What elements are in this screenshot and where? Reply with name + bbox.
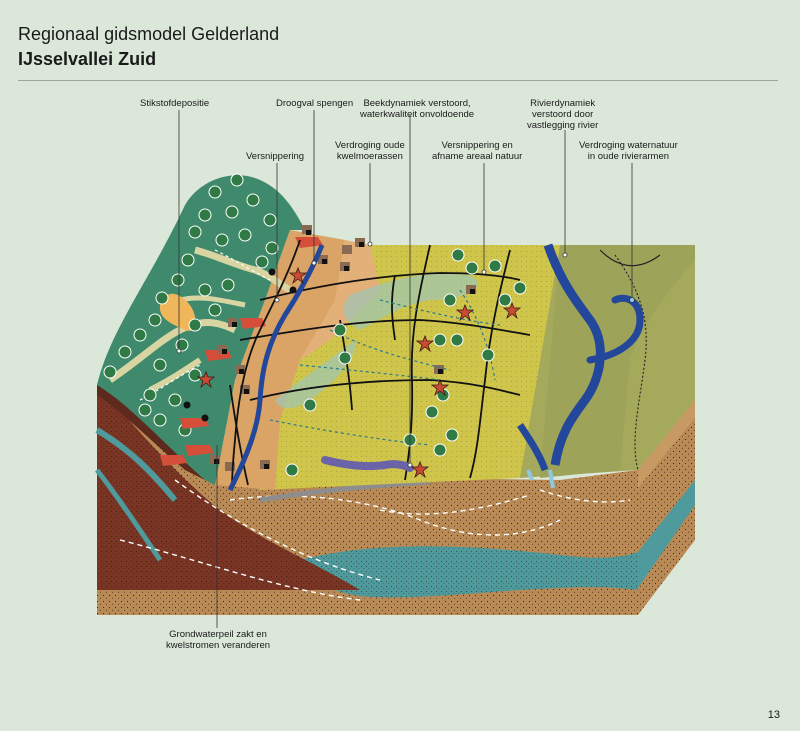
label-rivierdynamiek-line1: Rivierdynamiek	[530, 98, 596, 109]
label-verdroging-kwel-line2: kwelmoerassen	[336, 151, 403, 162]
label-beekdynamiek-line1: Beekdynamiek verstoord,	[363, 98, 471, 109]
label-rivierdynamiek-line3: vastlegging rivier	[527, 120, 599, 131]
label-stikstofdepositie: Stikstofdepositie	[140, 98, 210, 109]
label-grondwater-line2: kwelstromen veranderen	[166, 640, 271, 651]
leader-lines	[178, 110, 633, 628]
label-versnippering-afname-line2: afname areaal natuur	[432, 151, 523, 162]
label-verdroging-kwelmoerassen: Verdroging oude kwelmoerassen	[335, 140, 405, 162]
header-divider	[18, 80, 778, 81]
nitrogen-patch	[159, 293, 196, 331]
label-verdroging-kwel-line1: Verdroging oude	[335, 140, 405, 151]
spring-points	[183, 268, 297, 422]
label-beekdynamiek: Beekdynamiek verstoord, waterkwaliteit o…	[360, 98, 474, 120]
soil-cross-section	[95, 385, 638, 615]
road-network	[229, 239, 531, 491]
problem-markers	[196, 266, 522, 479]
label-grondwater-line1: Grondwaterpeil zakt en	[169, 629, 267, 640]
town-strip	[215, 230, 345, 490]
house-group	[210, 225, 476, 471]
label-versnippering: Versnippering	[246, 151, 305, 162]
label-rivierdynamiek-line2: verstoord door	[532, 109, 594, 120]
label-beekdynamiek-line2: waterkwaliteit onvoldoende	[360, 109, 475, 120]
label-verdroging-water-line1: Verdroging waternatuur	[579, 140, 678, 151]
label-grondwaterpeil: Grondwaterpeil zakt en kwelstromen veran…	[166, 629, 270, 651]
page-number: 13	[767, 709, 780, 721]
leader-endpoints	[176, 241, 635, 468]
oxbow-lake	[586, 294, 644, 364]
canal-river	[227, 244, 325, 492]
label-versnippering-afname-line1: Versnippering en	[441, 140, 513, 151]
brook	[321, 456, 414, 472]
label-verdroging-water-line2: in oude rivierarmen	[587, 151, 670, 162]
urban-clusters	[160, 237, 323, 466]
page-subtitle: IJsselvallei Zuid	[18, 49, 157, 69]
tree-group	[103, 173, 279, 437]
label-droogval-spengen: Droogval spengen	[276, 98, 354, 109]
label-rivierdynamiek: Rivierdynamiek verstoord door vastleggin…	[527, 98, 598, 131]
label-versnippering-afname: Versnippering en afname areaal natuur	[432, 140, 522, 162]
label-verdroging-waternatuur: Verdroging waternatuur in oude rivierarm…	[579, 140, 678, 162]
soil-side-face	[638, 400, 695, 615]
page-title: Regionaal gidsmodel Gelderland	[18, 24, 280, 44]
farm-trees	[285, 248, 527, 477]
